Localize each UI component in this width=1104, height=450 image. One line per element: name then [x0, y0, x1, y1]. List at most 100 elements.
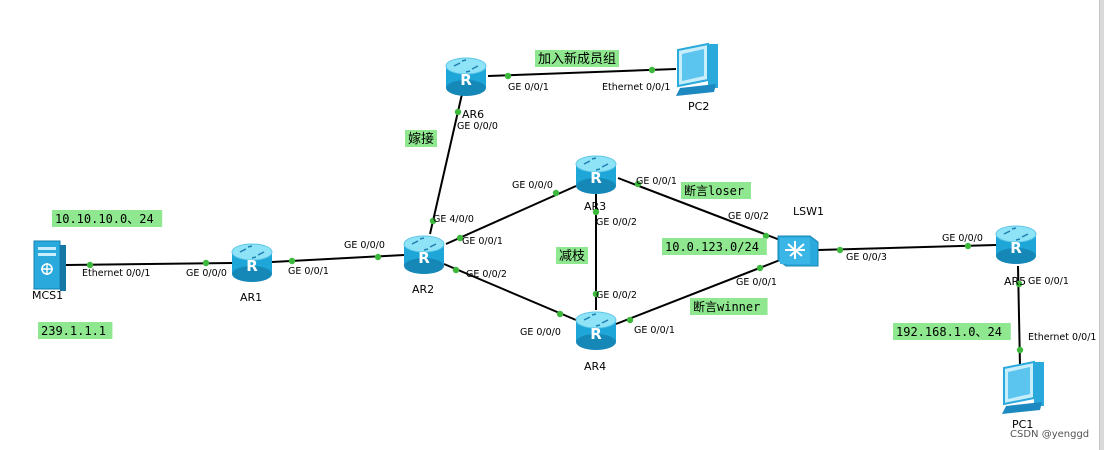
port-label: GE 0/0/0	[520, 327, 561, 338]
link-ar2-ar6[interactable]: GE 4/0/0 GE 0/0/0	[429, 93, 498, 235]
link-ar4-lsw1[interactable]: GE 0/0/1GE 0/0/1	[615, 259, 781, 336]
port-dot	[1015, 280, 1023, 288]
port-label: GE 0/0/3	[846, 252, 887, 263]
link-line	[617, 177, 781, 241]
note-prune: 减枝	[556, 247, 588, 264]
link-ar2-ar4[interactable]: GE 0/0/2 GE 0/0/0	[443, 263, 577, 338]
port-dot	[964, 242, 972, 250]
port-dot	[592, 208, 600, 216]
port-label: Ethernet 0/0/1	[82, 268, 150, 279]
port-dot	[634, 180, 642, 188]
port-dot	[1016, 346, 1024, 354]
port-label: GE 0/0/0	[344, 240, 385, 251]
port-dot	[592, 290, 600, 298]
port-dot	[86, 261, 94, 269]
pc1-pc-icon[interactable]	[1002, 360, 1044, 414]
link-ar1-ar2[interactable]: GE 0/0/1 GE 0/0/0	[271, 240, 405, 277]
note-lan-net: 10.0.123.0/24	[662, 238, 767, 255]
port-dot	[756, 264, 764, 272]
port-label: GE 0/0/1	[288, 266, 329, 277]
port-dot	[429, 217, 437, 225]
note-text: 减枝	[559, 249, 585, 264]
port-label: GE 0/0/1	[634, 325, 675, 336]
device-label-pc2: PC2	[688, 100, 709, 113]
note-graft: 嫁接	[405, 130, 437, 147]
watermark: CSDN @yenggd	[1010, 429, 1089, 440]
link-ar3-ar4[interactable]: GE 0/0/2GE 0/0/2	[592, 194, 637, 310]
port-dot	[288, 257, 296, 265]
device-label-ar3: AR3	[584, 200, 606, 213]
link-line	[443, 263, 577, 321]
device-label-mcs1: MCS1	[32, 289, 63, 302]
note-mcs-net: 10.10.10.0、24	[52, 210, 163, 227]
note-text: 10.0.123.0/24	[665, 240, 759, 254]
port-dot	[452, 266, 460, 274]
pc2-pc-icon[interactable]	[676, 42, 718, 96]
port-dot	[626, 316, 634, 324]
port-label: GE 0/0/2	[466, 269, 507, 280]
note-pc1-net: 192.168.1.0、24	[893, 323, 1011, 340]
router-glyph: R	[418, 249, 430, 267]
ar5-router-icon[interactable]: R	[995, 225, 1037, 264]
port-dot	[648, 66, 656, 74]
note-text: 加入新成员组	[538, 51, 616, 67]
device-label-ar2: AR2	[412, 283, 434, 296]
port-dot	[374, 253, 382, 261]
port-label: GE 0/0/0	[942, 233, 983, 244]
note-text: 10.10.10.0、24	[55, 212, 154, 226]
ar6-router-icon[interactable]: R	[445, 57, 487, 96]
port-label: Ethernet 0/0/1	[602, 82, 670, 93]
device-label-pc1: PC1	[1012, 418, 1033, 431]
port-dot	[504, 72, 512, 80]
device-label-ar5: AR5	[1004, 275, 1026, 288]
mcs1-server-icon[interactable]	[33, 240, 66, 291]
link-lsw1-ar5[interactable]: GE 0/0/3 GE 0/0/0	[817, 233, 997, 263]
port-label: GE 0/0/0	[186, 268, 227, 279]
note-text: 239.1.1.1	[41, 324, 106, 338]
link-line	[487, 68, 677, 77]
ar2-router-icon[interactable]: R	[403, 235, 445, 274]
link-mcs1-ar1[interactable]: Ethernet 0/0/1 GE 0/0/0	[65, 259, 233, 279]
port-label: GE 0/0/0	[457, 121, 498, 132]
port-label: GE 0/0/1	[636, 176, 677, 187]
port-dot	[762, 232, 770, 240]
port-label: GE 0/0/0	[512, 180, 553, 191]
port-dot	[456, 234, 464, 242]
port-label: GE 0/0/1	[1028, 276, 1069, 287]
lsw1-switch-icon[interactable]	[777, 235, 819, 267]
port-label: GE 0/0/2	[596, 217, 637, 228]
link-ar3-lsw1[interactable]: GE 0/0/1 GE 0/0/2	[617, 176, 781, 241]
note-text: 断言loser	[684, 183, 744, 198]
device-label-ar1: AR1	[240, 291, 262, 304]
ar3-router-icon[interactable]: R	[575, 155, 617, 194]
port-dot	[836, 246, 844, 254]
note-text: 192.168.1.0、24	[896, 325, 1002, 339]
link-line	[615, 259, 781, 325]
router-glyph: R	[590, 325, 602, 343]
port-dot	[202, 259, 210, 267]
device-label-ar4: AR4	[584, 360, 606, 373]
port-label: GE 0/0/2	[728, 211, 769, 222]
router-glyph: R	[1010, 239, 1022, 257]
router-glyph: R	[460, 71, 472, 89]
link-ar2-ar3[interactable]: GE 0/0/1GE 0/0/0	[445, 180, 577, 247]
link-ar6-pc2[interactable]: GE 0/0/1 Ethernet 0/0/1	[487, 66, 677, 93]
port-dot	[556, 310, 564, 318]
port-label: GE 4/0/0	[433, 214, 474, 225]
note-join-group: 加入新成员组	[535, 50, 619, 67]
port-label: GE 0/0/1	[508, 82, 549, 93]
device-label-lsw1: LSW1	[793, 205, 824, 218]
router-glyph: R	[590, 169, 602, 187]
note-assert-winner: 断言winner	[690, 298, 768, 315]
port-dot	[454, 108, 462, 116]
scrollbar[interactable]	[1099, 0, 1104, 450]
devices-layer: R R R R R R	[33, 42, 1044, 414]
port-label: Ethernet 0/0/1	[1028, 332, 1096, 343]
link-line	[429, 93, 463, 235]
ar4-router-icon[interactable]: R	[575, 311, 617, 350]
port-dot	[552, 189, 560, 197]
ar1-router-icon[interactable]: R	[231, 243, 273, 282]
